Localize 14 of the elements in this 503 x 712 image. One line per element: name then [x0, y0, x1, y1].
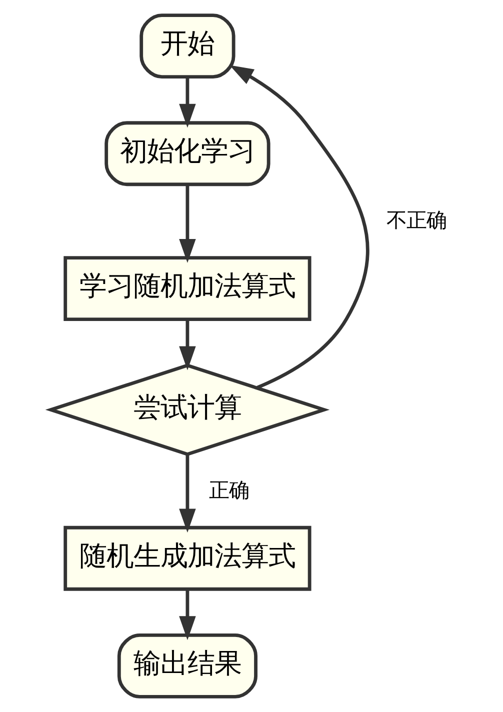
edge-label: 不正确	[386, 208, 446, 232]
node-box: 随机生成加法算式	[64, 526, 312, 591]
node-box: 学习随机加法算式	[64, 256, 312, 321]
arrow	[179, 77, 196, 128]
node-box: 初始化学习	[104, 121, 270, 186]
node-box: 输出结果	[117, 634, 258, 698]
arrow	[179, 454, 196, 533]
arrow	[179, 590, 196, 640]
arrow	[230, 65, 370, 390]
node-diamond: 尝试计算	[45, 364, 330, 456]
arrow	[179, 319, 196, 370]
arrow	[179, 184, 196, 263]
node-box: 开始	[140, 14, 236, 78]
edge-label: 正确	[208, 478, 249, 502]
